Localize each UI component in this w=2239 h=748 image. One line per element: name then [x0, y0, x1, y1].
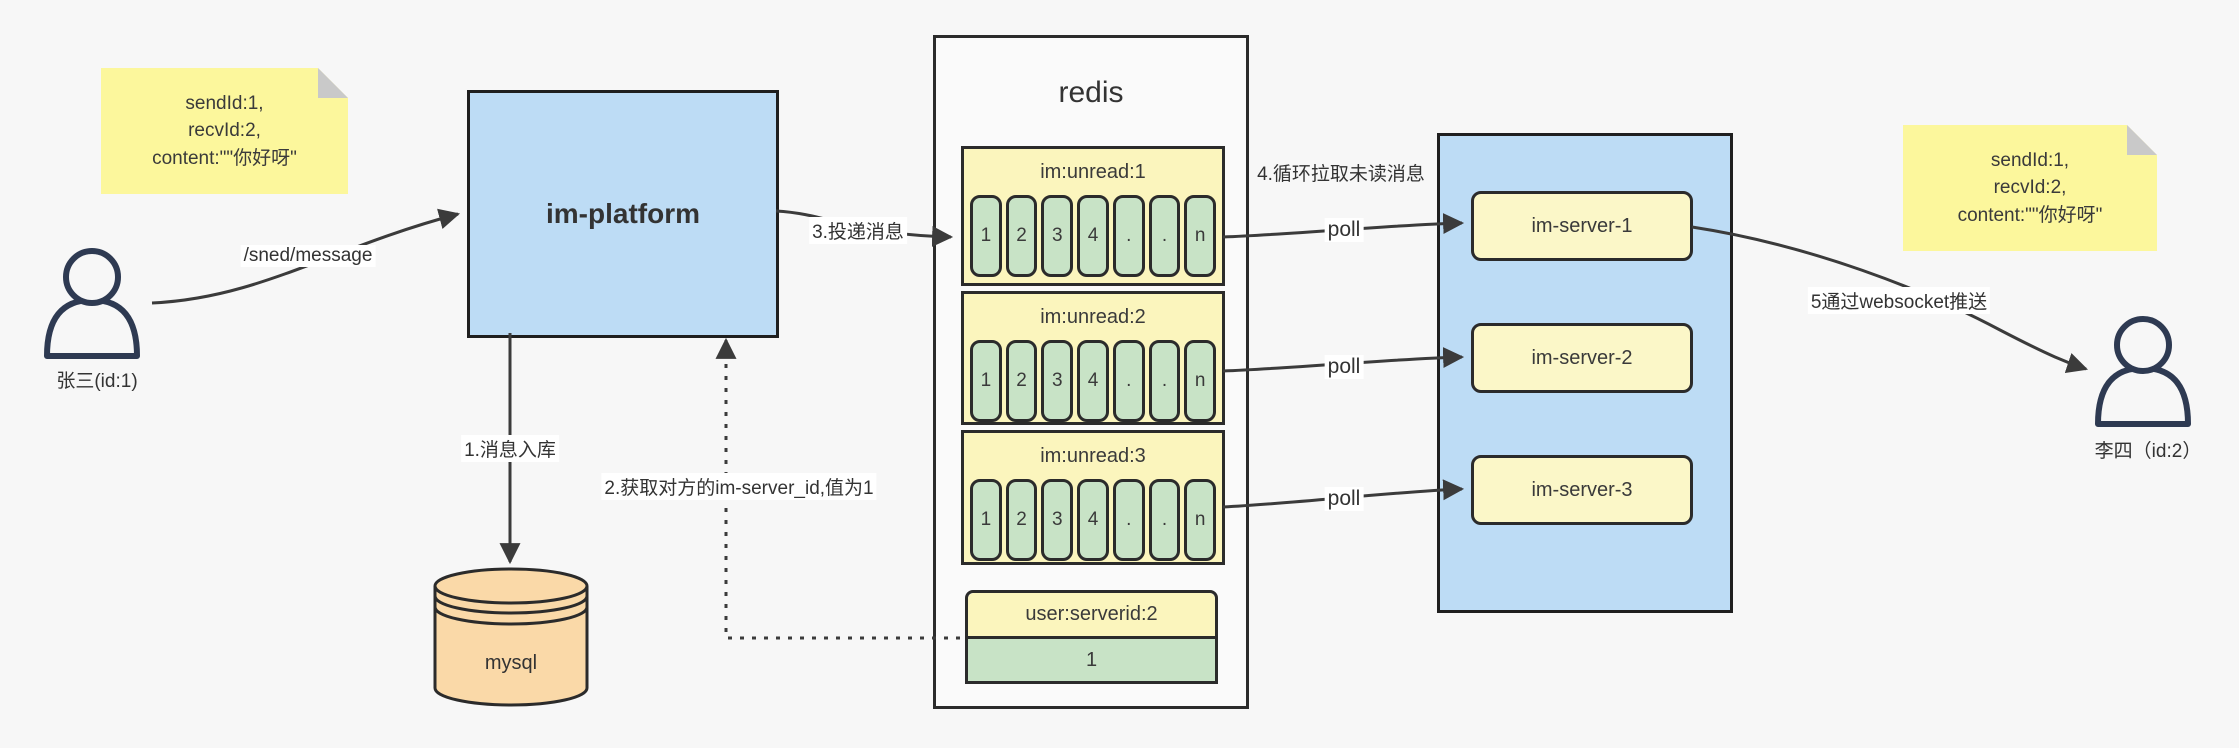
- step2-label: 2.获取对方的im-server_id,值为1: [601, 473, 877, 500]
- queue-cell: n: [1184, 340, 1217, 422]
- note-line: content:""你好呀": [152, 147, 297, 169]
- redis-kv-box: user:serverid:2 1: [965, 590, 1218, 684]
- queue-cell: 4: [1077, 195, 1109, 277]
- kv-value: 1: [968, 639, 1215, 681]
- redis-queue-2: im:unread:2 1 2 3 4 . . n: [961, 291, 1225, 425]
- note-line: recvId:2,: [1993, 177, 2067, 199]
- im-server-label: im-server-1: [1531, 214, 1633, 237]
- redis-title: redis: [1058, 76, 1124, 109]
- queue-cell: n: [1184, 195, 1217, 277]
- poll-label-3: poll: [1324, 487, 1364, 511]
- note-line: sendId:1,: [1990, 149, 2070, 171]
- im-server-3-node: im-server-3: [1471, 455, 1693, 525]
- queue-cells: 1 2 3 4 . . n: [970, 340, 1217, 422]
- queue-cell: .: [1112, 340, 1145, 422]
- queue-cells: 1 2 3 4 . . n: [970, 195, 1217, 277]
- redis-queue-1: im:unread:1 1 2 3 4 . . n: [961, 146, 1225, 286]
- queue-cell: 3: [1041, 340, 1074, 422]
- poll-label-1: poll: [1324, 218, 1364, 242]
- queue-cell: 2: [1005, 479, 1038, 561]
- im-server-2-node: im-server-2: [1471, 323, 1693, 393]
- im-platform-label: im-platform: [546, 198, 700, 229]
- im-platform-node: im-platform: [467, 90, 779, 338]
- im-server-cluster: im-server-1 im-server-2 im-server-3: [1437, 133, 1733, 613]
- queue-cell: 3: [1041, 479, 1074, 561]
- user-icon-receiver: [2095, 316, 2191, 427]
- send-api-label: /sned/message: [240, 245, 376, 267]
- redis-queue-3: im:unread:3 1 2 3 4 . . n: [961, 430, 1225, 565]
- queue-cell: 2: [1005, 340, 1038, 422]
- im-server-1-node: im-server-1: [1471, 191, 1693, 261]
- sticky-note-left: sendId:1, recvId:2, content:""你好呀": [101, 68, 348, 194]
- mysql-label: mysql: [484, 652, 538, 674]
- queue-cell: 1: [970, 195, 1002, 277]
- queue-title: im:unread:1: [1040, 161, 1146, 183]
- queue-cell: 1: [970, 479, 1002, 561]
- im-server-label: im-server-2: [1531, 346, 1633, 369]
- queue-cell: .: [1148, 195, 1181, 277]
- note-line: sendId:1,: [185, 92, 264, 114]
- queue-cell: .: [1112, 479, 1145, 561]
- note-line: recvId:2,: [188, 120, 261, 142]
- queue-cell: .: [1148, 340, 1181, 422]
- queue-cell: 4: [1077, 340, 1109, 422]
- queue-cell: 1: [970, 340, 1002, 422]
- queue-cell: 2: [1005, 195, 1038, 277]
- queue-cell: 4: [1077, 479, 1109, 561]
- queue-cell: n: [1184, 479, 1217, 561]
- step5-label: 5通过websocket推送: [1807, 287, 1991, 314]
- kv-key: user:serverid:2: [968, 593, 1215, 639]
- sticky-note-right: sendId:1, recvId:2, content:""你好呀": [1903, 125, 2157, 251]
- poll-label-2: poll: [1324, 355, 1364, 379]
- queue-title: im:unread:3: [1040, 445, 1146, 467]
- note-line: content:""你好呀": [1957, 204, 2103, 226]
- mysql-cylinder-icon: [433, 567, 589, 707]
- im-server-label: im-server-3: [1531, 478, 1633, 501]
- queue-title: im:unread:2: [1040, 306, 1146, 328]
- queue-cell: .: [1112, 195, 1145, 277]
- step3-label: 3.投递消息: [809, 217, 907, 244]
- receiver-name-label: 李四（id:2）: [2094, 441, 2202, 462]
- queue-cells: 1 2 3 4 . . n: [970, 479, 1217, 561]
- user-icon-sender: [44, 248, 140, 359]
- step4-label: 4.循环拉取未读消息: [1257, 164, 1425, 185]
- step1-label: 1.消息入库: [461, 435, 559, 462]
- queue-cell: 3: [1041, 195, 1074, 277]
- sender-name-label: 张三(id:1): [56, 371, 138, 392]
- queue-cell: .: [1148, 479, 1181, 561]
- redis-container: redis im:unread:1 1 2 3 4 . . n im:unrea…: [933, 35, 1249, 709]
